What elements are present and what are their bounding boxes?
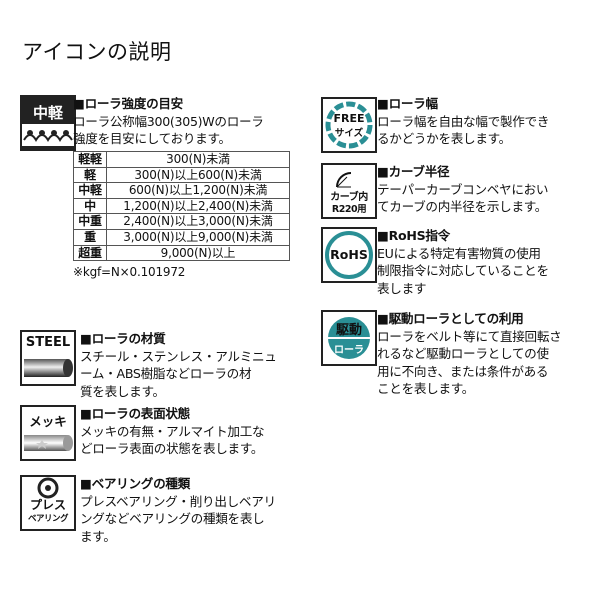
mekki-heading: ■ローラの表面状態 — [80, 406, 190, 421]
bearing-icon-label-1: プレス — [29, 498, 66, 512]
grade-cell: 軽 — [73, 166, 107, 184]
curve-heading: ■カーブ半径 — [377, 164, 450, 179]
curve-body-line: テーパーカーブコンベヤにおい — [377, 181, 549, 197]
plated-roller-icon — [24, 435, 73, 451]
bearing-text: ■ベアリングの種類 プレスベアリング・削り出しベアリ ングなどベアリングの種類を… — [80, 475, 276, 545]
mekki-body-line: メッキの有無・アルマイト加工な — [80, 423, 265, 439]
free-body-line: るかどうかを表します。 — [377, 131, 511, 146]
rohs-heading: ■RoHS指令 — [377, 228, 450, 243]
steel-body-line: スチール・ステンレス・アルミニュ — [80, 348, 277, 364]
steel-heading: ■ローラの材質 — [80, 331, 166, 346]
load-icon: 中軽 — [20, 95, 76, 151]
free-icon-label-1: FREE — [333, 112, 365, 125]
range-cell: 9,000(N)以上 — [106, 244, 290, 262]
grade-cell: 中 — [73, 197, 107, 215]
curve-icon: カーブ内 R220用 — [321, 163, 377, 219]
rohs-icon: RoHS — [321, 227, 377, 283]
rohs-body-line: 制限指令に対応していることを — [377, 263, 549, 278]
free-size-icon: FREE サイズ — [321, 97, 377, 153]
free-icon-label-2: サイズ — [334, 128, 364, 139]
drive-body-line: ことを表します。 — [377, 381, 475, 396]
grade-cell: 重 — [73, 228, 107, 246]
bearing-heading: ■ベアリングの種類 — [80, 476, 190, 491]
mekki-body-line: どローラ表面の状態を表します。 — [80, 441, 264, 456]
curve-icon-label-2: R220用 — [331, 204, 367, 215]
bearing-body-line: ングなどベアリングの種類を表し — [80, 511, 265, 526]
steel-text: ■ローラの材質 スチール・ステンレス・アルミニュ ーム・ABS樹脂などローラの材… — [80, 330, 277, 400]
drive-icon-label-2: ローラ — [334, 345, 364, 356]
drive-roller-icon: 駆動 ローラ — [321, 310, 377, 366]
drive-body-line: れるなど駆動ローラとしての使 — [377, 346, 549, 361]
rohs-badge-icon — [325, 231, 373, 279]
load-icon-label: 中軽 — [32, 104, 63, 122]
range-cell: 300(N)未満 — [106, 151, 290, 168]
load-body-line: 強度を目安にしております。 — [73, 131, 231, 146]
grade-cell: 中重 — [73, 213, 107, 230]
drive-body-line: 用に不向き、または条件がある — [377, 363, 549, 379]
bearing-body-line: ます。 — [80, 528, 116, 544]
curve-icon-label-1: カーブ内 — [330, 192, 368, 203]
range-cell: 2,400(N)以上3,000(N)未満 — [106, 213, 290, 230]
drive-text: ■駆動ローラとしての利用 ローラをベルト等にて直接回転さ れるなど駆動ローラとし… — [377, 310, 562, 398]
page-title: アイコンの説明 — [22, 40, 172, 64]
drive-body-line: ローラをベルト等にて直接回転さ — [377, 328, 562, 344]
curve-text: ■カーブ半径 テーパーカーブコンベヤにおい てカーブの内半径を示します。 — [377, 163, 549, 216]
free-badge-icon — [325, 101, 373, 149]
steel-icon: STEEL — [20, 330, 76, 386]
bearing-ring-icon — [37, 477, 59, 499]
bearing-body-line: プレスベアリング・削り出しベアリ — [80, 493, 276, 509]
steel-icon-label: STEEL — [25, 335, 71, 350]
drive-badge-icon — [327, 317, 371, 359]
mekki-icon: メッキ — [20, 405, 76, 461]
bearing-icon: プレス ベアリング — [20, 475, 76, 531]
rohs-icon-label: RoHS — [330, 247, 368, 262]
rohs-body-line: 表します — [377, 280, 427, 296]
free-body-line: ローラ幅を自由な幅で製作でき — [377, 113, 550, 129]
curve-arc-icon — [336, 172, 352, 188]
steel-body-line: 質を表します。 — [80, 383, 165, 399]
load-text: ■ローラ強度の目安 ローラ公称幅300(305)Wのローラ 強度を目安にしており… — [73, 95, 264, 148]
load-body-line: ローラ公称幅300(305)Wのローラ — [73, 113, 264, 129]
steel-body-line: ーム・ABS樹脂などローラの材 — [80, 366, 252, 381]
grade-cell: 中軽 — [73, 182, 107, 199]
load-heading: ■ローラ強度の目安 — [73, 96, 183, 111]
range-cell: 600(N)以上1,200(N)未満 — [106, 182, 290, 199]
free-heading: ■ローラ幅 — [377, 96, 438, 111]
roller-wave-icon — [22, 124, 74, 146]
unit-note: ※kgf=N×0.101972 — [73, 265, 186, 279]
grade-cell: 超重 — [73, 244, 107, 262]
curve-body-line: てカーブの内半径を示します。 — [377, 199, 548, 214]
mekki-icon-label: メッキ — [29, 414, 67, 429]
rohs-body-line: EUによる特定有害物質の使用 — [377, 245, 541, 261]
range-cell: 3,000(N)以上9,000(N)未満 — [106, 228, 290, 246]
range-cell: 300(N)以上600(N)未満 — [106, 166, 290, 184]
free-text: ■ローラ幅 ローラ幅を自由な幅で製作でき るかどうかを表します。 — [377, 95, 549, 148]
bearing-icon-label-2: ベアリング — [27, 514, 69, 524]
pipe-icon — [24, 359, 73, 377]
drive-heading: ■駆動ローラとしての利用 — [377, 311, 524, 326]
range-cell: 1,200(N)以上2,400(N)未満 — [106, 197, 290, 215]
rohs-text: ■RoHS指令 EUによる特定有害物質の使用 制限指令に対応していることを 表し… — [377, 227, 549, 297]
mekki-text: ■ローラの表面状態 メッキの有無・アルマイト加工な どローラ表面の状態を表します… — [80, 405, 265, 458]
drive-icon-label-1: 駆動 — [335, 323, 362, 338]
grade-cell: 軽軽 — [73, 151, 107, 168]
